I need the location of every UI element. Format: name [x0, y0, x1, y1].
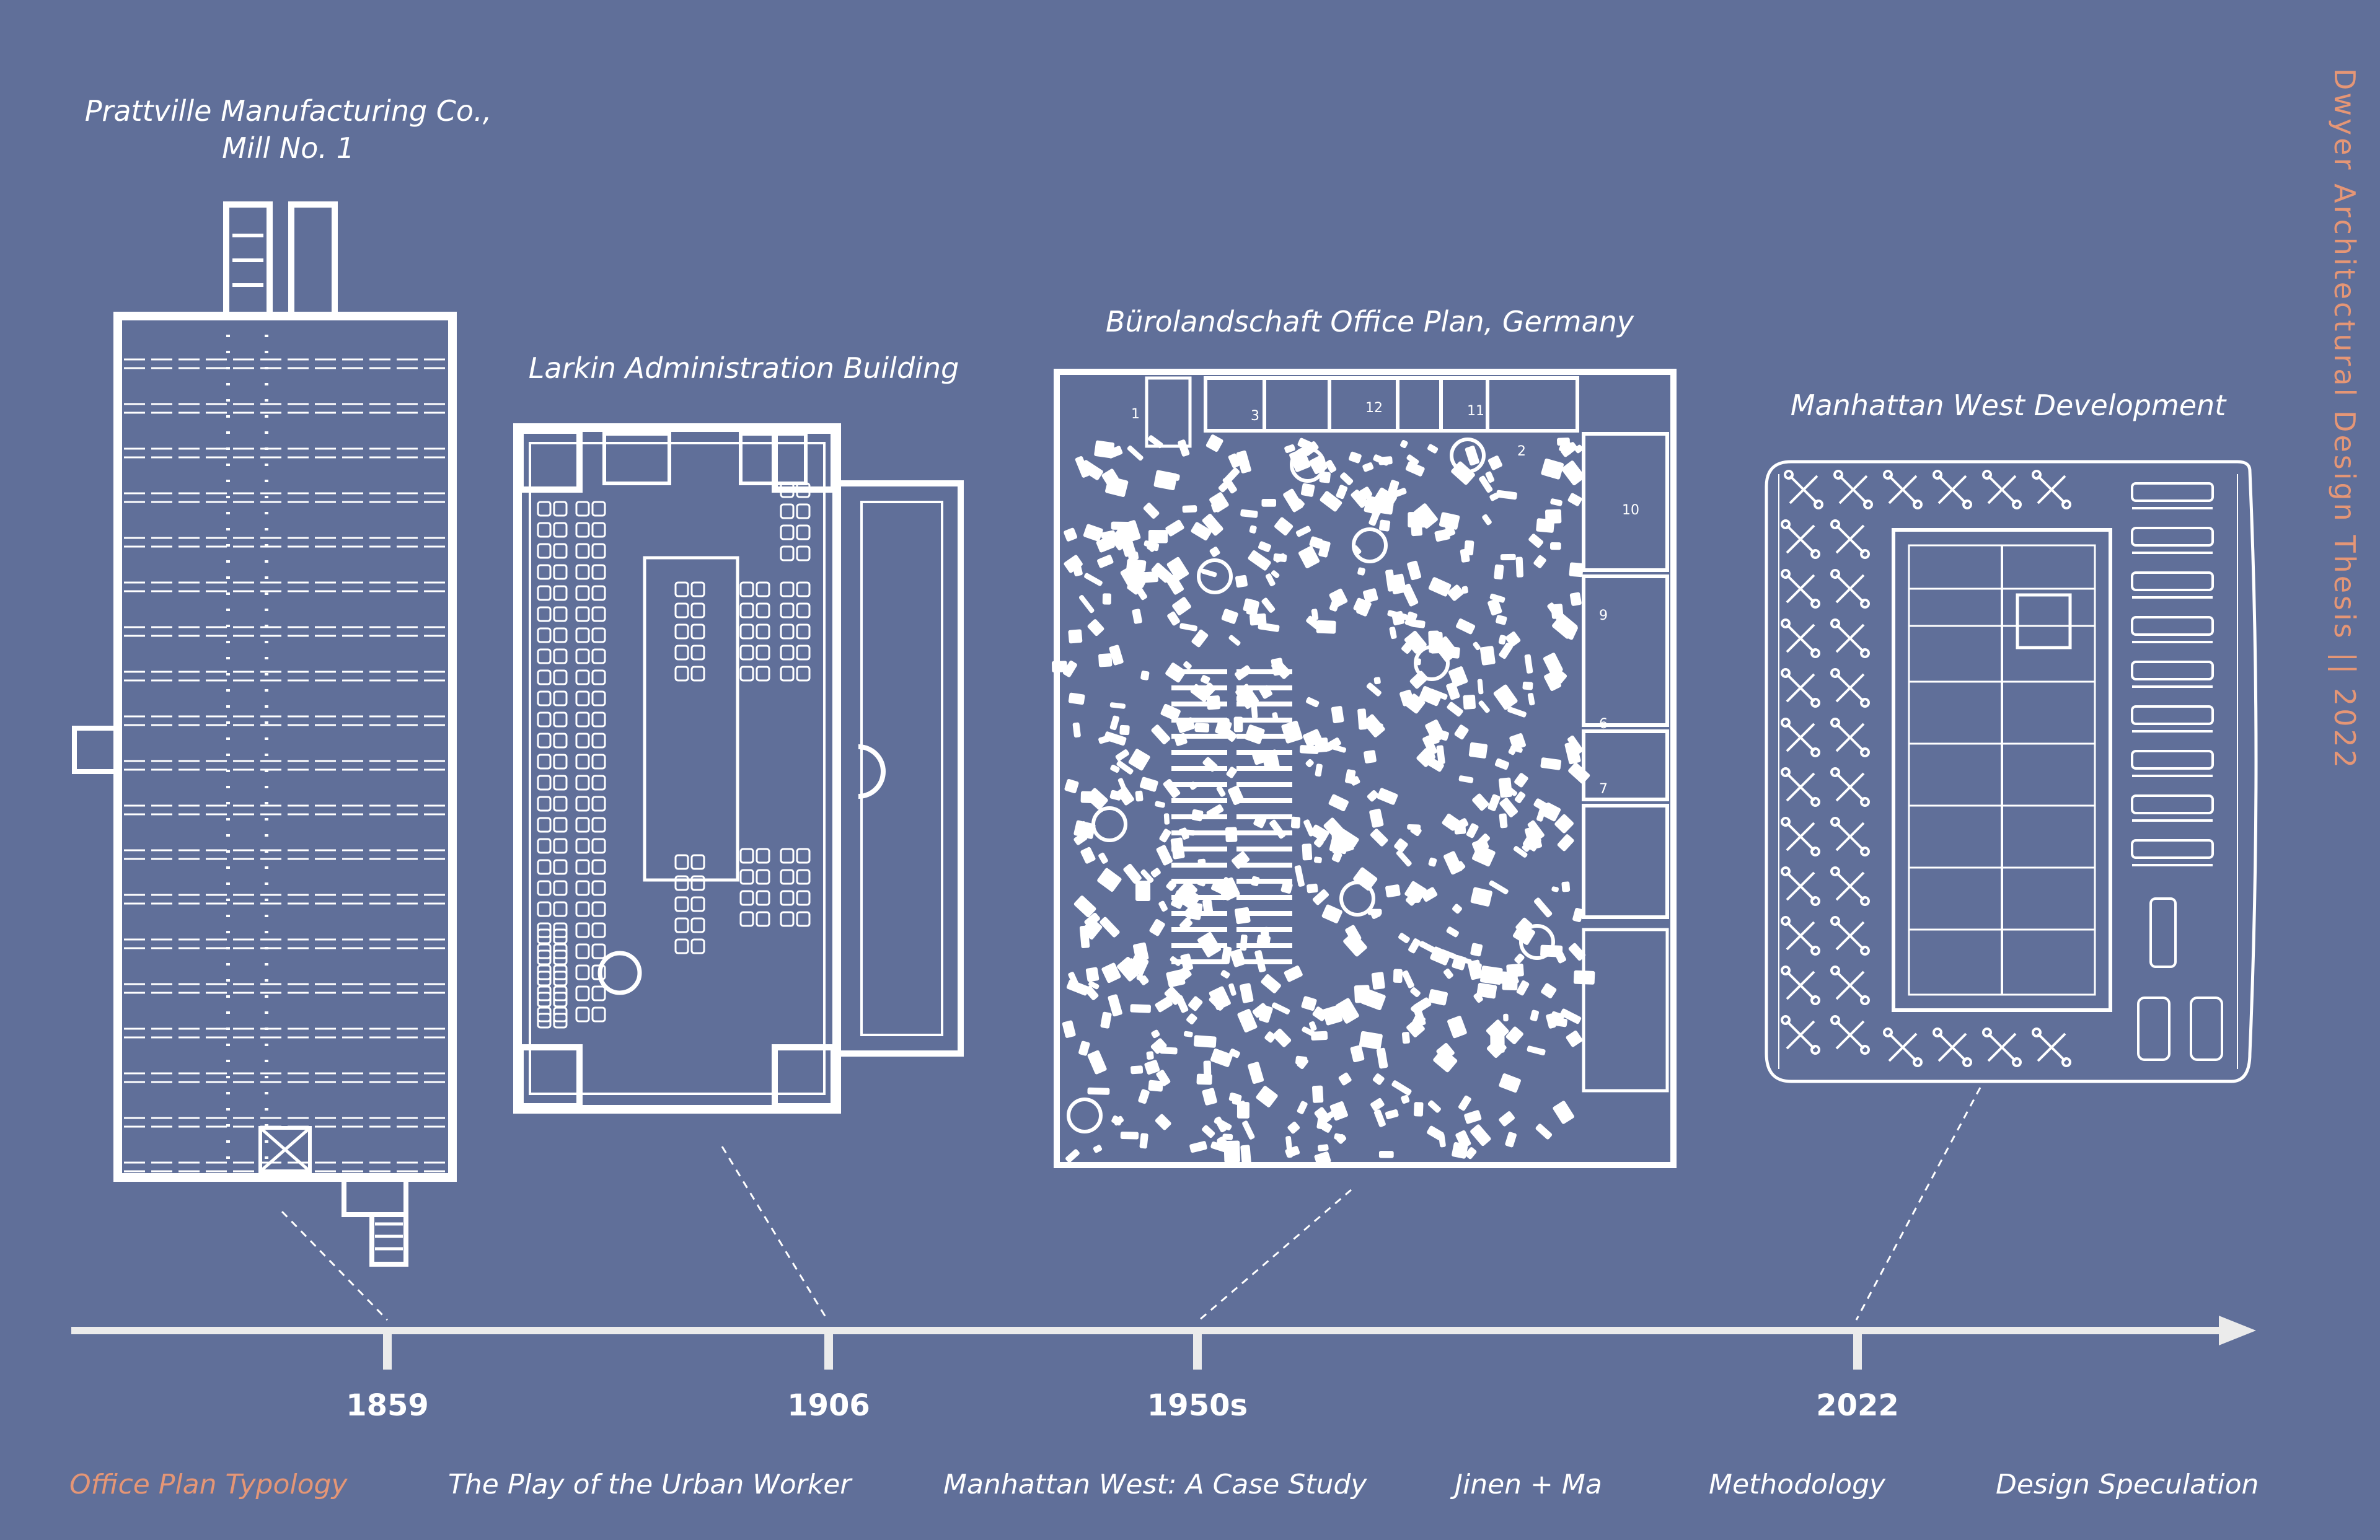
side-title: Dwyer Architectural Design Thesis || 202…	[2328, 68, 2361, 771]
nav-jinen-ma[interactable]: Jinen + Ma	[1455, 1469, 1602, 1500]
room-number-11: 11	[1467, 403, 1484, 419]
room-number-10: 10	[1622, 503, 1639, 518]
year-label-2022: 2022	[1816, 1388, 1899, 1423]
plan-label-buerolandschaft: Bürolandschaft Office Plan, Germany	[1105, 305, 1634, 338]
room-number-6: 6	[1599, 716, 1608, 732]
nav-methodology[interactable]: Methodology	[1709, 1469, 1886, 1500]
leader-line-2022	[1855, 1087, 1981, 1321]
manhattan-west-floor-plan	[1765, 460, 2258, 1083]
plan-label-larkin: Larkin Administration Building	[528, 351, 959, 385]
room-number-7: 7	[1599, 781, 1608, 797]
room-number-12: 12	[1365, 400, 1383, 416]
larkin-floor-plan	[513, 423, 964, 1114]
room-number-1: 1	[1131, 407, 1140, 422]
timeline	[71, 1316, 2256, 1370]
leader-line-1859	[281, 1210, 389, 1321]
room-number-2: 2	[1517, 444, 1526, 459]
nav-office-plan-typology[interactable]: Office Plan Typology	[69, 1469, 348, 1500]
nav-play-of-urban-worker[interactable]: The Play of the Urban Worker	[448, 1469, 852, 1500]
plan-label-manhattan-west: Manhattan West Development	[1790, 389, 2226, 422]
nav-manhattan-west-case-study[interactable]: Manhattan West: A Case Study	[943, 1469, 1367, 1500]
nav-design-speculation[interactable]: Design Speculation	[1996, 1469, 2259, 1500]
leader-line-1950s	[1199, 1189, 1352, 1321]
prattville-mill-floor-plan	[72, 201, 457, 1267]
leader-lines	[281, 1087, 1981, 1321]
timeline-arrowhead	[2219, 1316, 2256, 1345]
leader-line-1906	[721, 1146, 829, 1321]
room-number-9: 9	[1599, 608, 1608, 623]
room-number-3: 3	[1251, 408, 1259, 424]
plan-label-prattville: Prattville Manufacturing Co., Mill No. 1	[84, 94, 492, 165]
year-label-1950s: 1950s	[1147, 1388, 1248, 1423]
year-label-1906: 1906	[787, 1388, 870, 1423]
year-label-1859: 1859	[346, 1388, 429, 1423]
